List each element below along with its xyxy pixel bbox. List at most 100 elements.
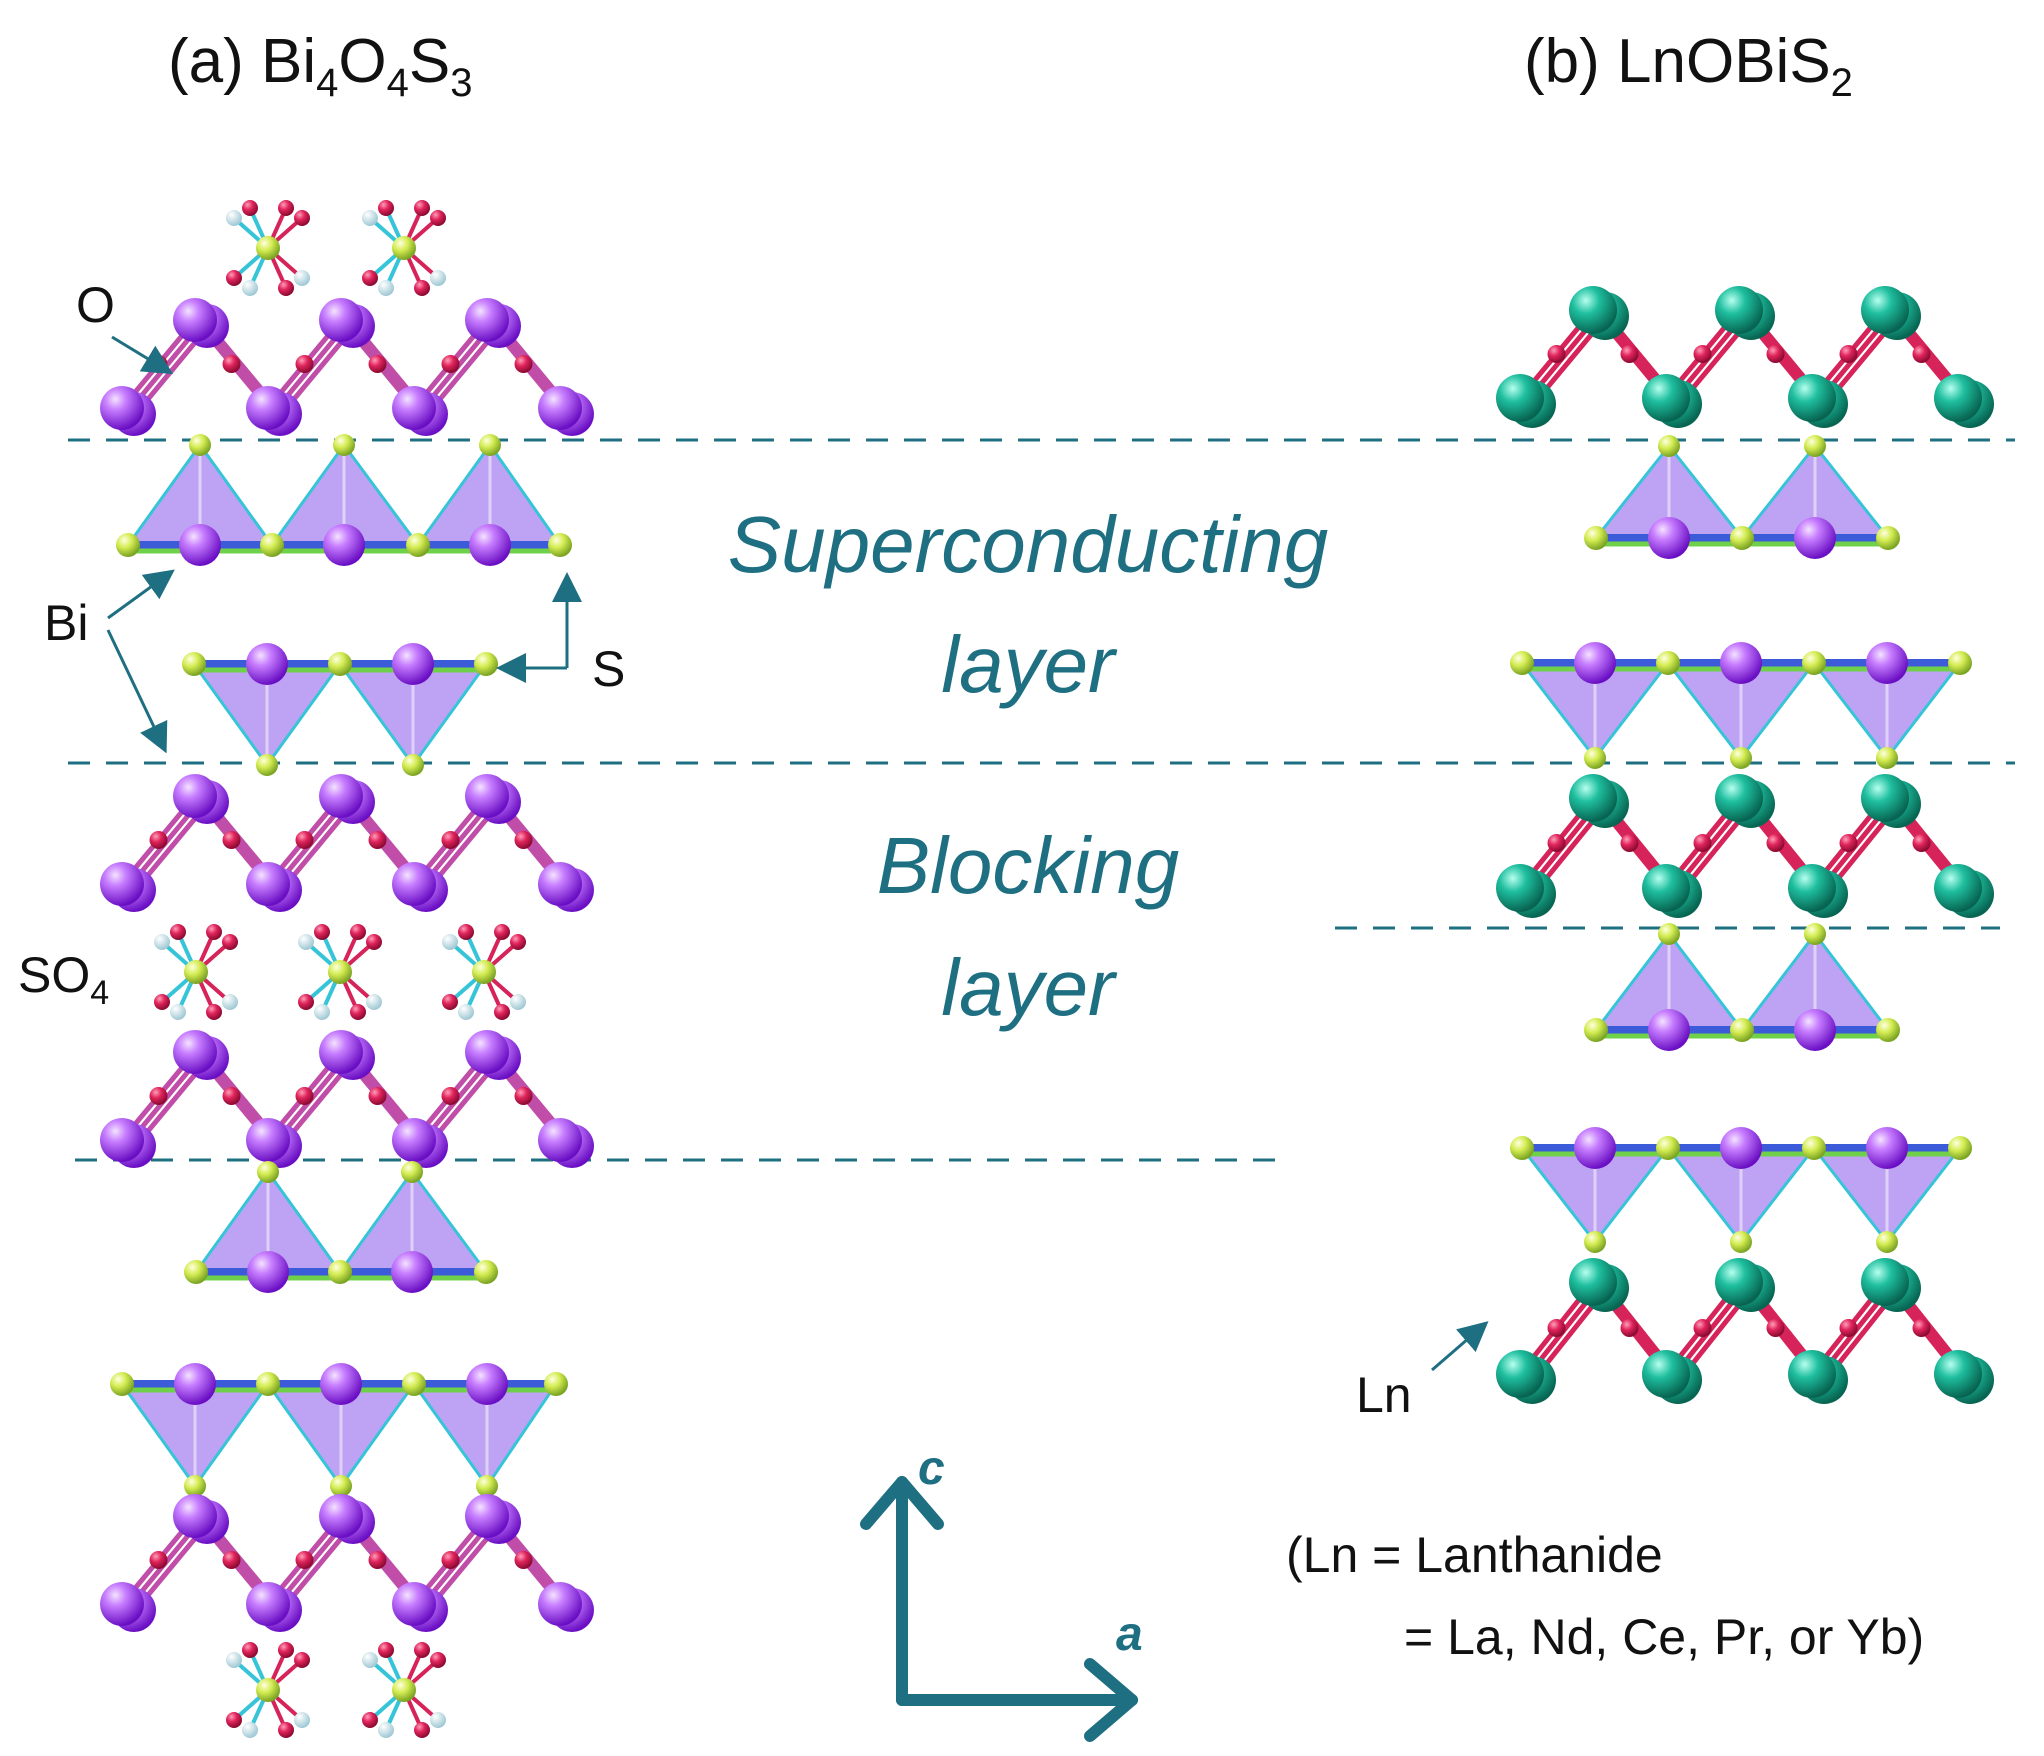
sulfate-oxygen-atom: [222, 994, 238, 1010]
lanthanide-note-line1: (Ln = Lanthanide: [1286, 1527, 1663, 1583]
sulfate-oxygen-atom: [294, 1652, 310, 1668]
bismuth-atom: [391, 1251, 433, 1293]
bismuth-atom: [174, 1363, 216, 1405]
lanthanide-label: Ln: [1356, 1367, 1412, 1423]
sulfate-oxygen-atom: [430, 1712, 446, 1728]
oxygen-atom: [1620, 1319, 1639, 1337]
oxygen-atom: [1766, 345, 1785, 363]
bismuth-atom: [1794, 1009, 1836, 1051]
sulfate-oxygen-atom: [206, 1004, 222, 1020]
bi2o2-mid-oxide-layer: [100, 774, 594, 912]
oxygen-atom: [514, 1087, 533, 1105]
metal-atom: [319, 298, 363, 342]
bis-layer-a2-pyramid-row: [182, 643, 498, 776]
bis-layer-b3-pyramid-row: [1584, 923, 1900, 1051]
sulfate-oxygen-atom: [226, 270, 242, 286]
sulfate-group: [226, 1642, 310, 1738]
sulfur-atom: [1802, 651, 1826, 675]
sulfate-oxygen-atom: [378, 200, 394, 216]
metal-atom: [1934, 1350, 1982, 1398]
metal-atom: [100, 386, 144, 430]
metal-atom: [1861, 774, 1909, 822]
sulfate-oxygen-atom: [366, 994, 382, 1010]
bismuth-label: Bi: [44, 595, 88, 651]
sulfate-oxygen-atom: [378, 1642, 394, 1658]
oxygen-atom: [222, 1087, 241, 1105]
sulfur-atom: [474, 1260, 498, 1284]
bismuth-atom: [469, 524, 511, 566]
sulfate-sulfur-atom: [392, 1678, 416, 1702]
bismuth-atom: [466, 1363, 508, 1405]
sulfur-atom: [1656, 651, 1680, 675]
sulfate-oxygen-atom: [414, 1642, 430, 1658]
panel-a-structure: [100, 200, 594, 1738]
oxygen-atom: [368, 1551, 387, 1569]
metal-atom: [173, 1030, 217, 1074]
oxygen-atom: [1693, 1319, 1712, 1337]
bismuth-atom: [1720, 1127, 1762, 1169]
bismuth-atom: [247, 1251, 289, 1293]
sulfate-label: SO4: [18, 947, 109, 1012]
sulfate-oxygen-atom: [458, 1004, 474, 1020]
sulfur-atom: [1948, 651, 1972, 675]
sulfate-sulfur-atom: [184, 960, 208, 984]
metal-atom: [319, 774, 363, 818]
sulfate-group: [362, 200, 446, 296]
oxygen-label: O: [76, 277, 115, 333]
metal-atom: [1496, 864, 1544, 912]
sulfate-oxygen-atom: [222, 934, 238, 950]
metal-atom: [1788, 1350, 1836, 1398]
oxygen-atom: [1547, 345, 1566, 363]
sulfate-oxygen-atom: [298, 934, 314, 950]
oxygen-atom: [368, 1087, 387, 1105]
panel-a-title-part1: (a) Bi: [168, 27, 316, 96]
oxygen-atom: [222, 355, 241, 373]
sulfur-atom: [401, 1161, 423, 1183]
sulfate-oxygen-atom: [378, 1722, 394, 1738]
oxygen-atom: [295, 831, 314, 849]
metal-atom: [538, 862, 582, 906]
oxygen-atom: [1912, 345, 1931, 363]
panel-a-title-sub2: 4: [387, 61, 409, 105]
sulfate-oxygen-atom: [378, 280, 394, 296]
metal-atom: [465, 1494, 509, 1538]
sulfur-atom: [116, 533, 140, 557]
sulfur-atom: [1584, 747, 1606, 769]
sulfur-atom: [1876, 526, 1900, 550]
sulfate-oxygen-atom: [278, 1722, 294, 1738]
oxygen-atom: [368, 831, 387, 849]
bis-layer-b2-pyramid-row: [1510, 642, 1972, 769]
sulfate-oxygen-atom: [206, 924, 222, 940]
sulfate-label-sub: 4: [90, 974, 109, 1012]
metal-atom: [392, 1118, 436, 1162]
sulfur-label: S: [592, 641, 625, 697]
panel-a-title-part2: O: [338, 27, 386, 96]
sulfur-atom: [548, 533, 572, 557]
metal-atom: [173, 1494, 217, 1538]
panel-b-structure: [1496, 286, 1994, 1404]
sulfate-oxygen-atom: [242, 1722, 258, 1738]
sulfate-oxygen-atom: [154, 934, 170, 950]
sulfur-atom: [1656, 1136, 1680, 1160]
sulfate-oxygen-atom: [242, 1642, 258, 1658]
oxygen-atom: [1912, 1319, 1931, 1337]
oxygen-atom: [441, 831, 460, 849]
sulfate-oxygen-atom: [294, 210, 310, 226]
sulfur-atom: [1804, 923, 1826, 945]
sulfate-oxygen-atom: [430, 1652, 446, 1668]
oxygen-atom: [441, 1087, 460, 1105]
sulfate-oxygen-atom: [298, 994, 314, 1010]
sulfate-oxygen-atom: [414, 280, 430, 296]
c-axis-label: c: [918, 1442, 945, 1495]
oxygen-atom: [368, 355, 387, 373]
sulfur-atom: [256, 1372, 280, 1396]
metal-atom: [1861, 1258, 1909, 1306]
sulfate-oxygen-atom: [294, 1712, 310, 1728]
sulfur-atom: [330, 1475, 352, 1497]
sulfate-sulfur-atom: [256, 236, 280, 260]
oxygen-atom: [1839, 834, 1858, 852]
bismuth-atom: [1648, 1009, 1690, 1051]
panel-a-title-sub3: 3: [450, 61, 472, 105]
sulfur-atom: [1658, 435, 1680, 457]
